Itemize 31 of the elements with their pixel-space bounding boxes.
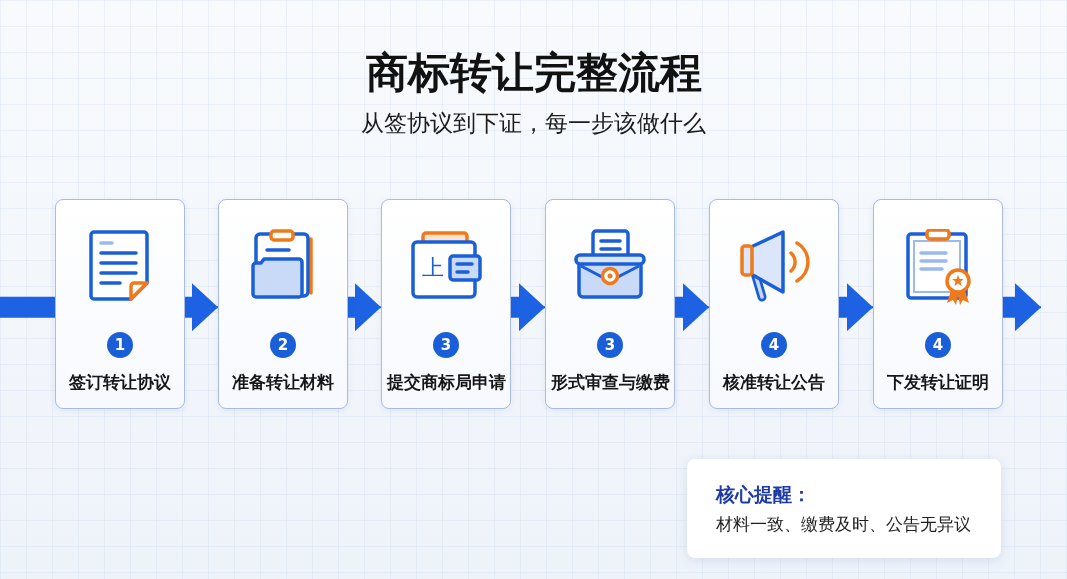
note-text: 材料一致、缴费及时、公告无异议	[716, 513, 971, 535]
subtitle: 从签协议到下证，每一步该做什么	[361, 109, 706, 138]
arrow	[838, 283, 874, 332]
icon-character: 上	[422, 256, 444, 280]
step-card	[381, 199, 511, 409]
note-heading: 核心提醒：	[716, 483, 811, 507]
step-label: 下发转让证明	[887, 372, 989, 394]
connector-band	[0, 296, 56, 318]
arrow	[510, 283, 546, 332]
arrow	[674, 283, 710, 332]
note-card	[687, 459, 1001, 558]
step-card	[709, 199, 839, 409]
step-label: 形式审查与缴费	[550, 372, 670, 394]
step-label: 准备转让材料	[232, 372, 334, 394]
step-label: 核准转让公告	[723, 372, 825, 394]
step-number: 4	[925, 332, 951, 358]
arrow	[1002, 283, 1042, 332]
step-card	[218, 199, 348, 409]
arrow	[184, 283, 219, 332]
step-label: 提交商标局申请	[386, 372, 506, 394]
step-number: 4	[761, 332, 787, 358]
step-card	[55, 199, 185, 409]
step-card	[545, 199, 675, 409]
step-number: 2	[270, 332, 296, 358]
step-label: 签订转让协议	[69, 372, 171, 394]
title: 商标转让完整流程	[365, 47, 702, 99]
arrow	[347, 283, 382, 332]
step-card	[873, 199, 1003, 409]
step-number: 1	[107, 332, 133, 358]
step-number: 3	[597, 332, 623, 358]
step-number: 3	[433, 332, 459, 358]
